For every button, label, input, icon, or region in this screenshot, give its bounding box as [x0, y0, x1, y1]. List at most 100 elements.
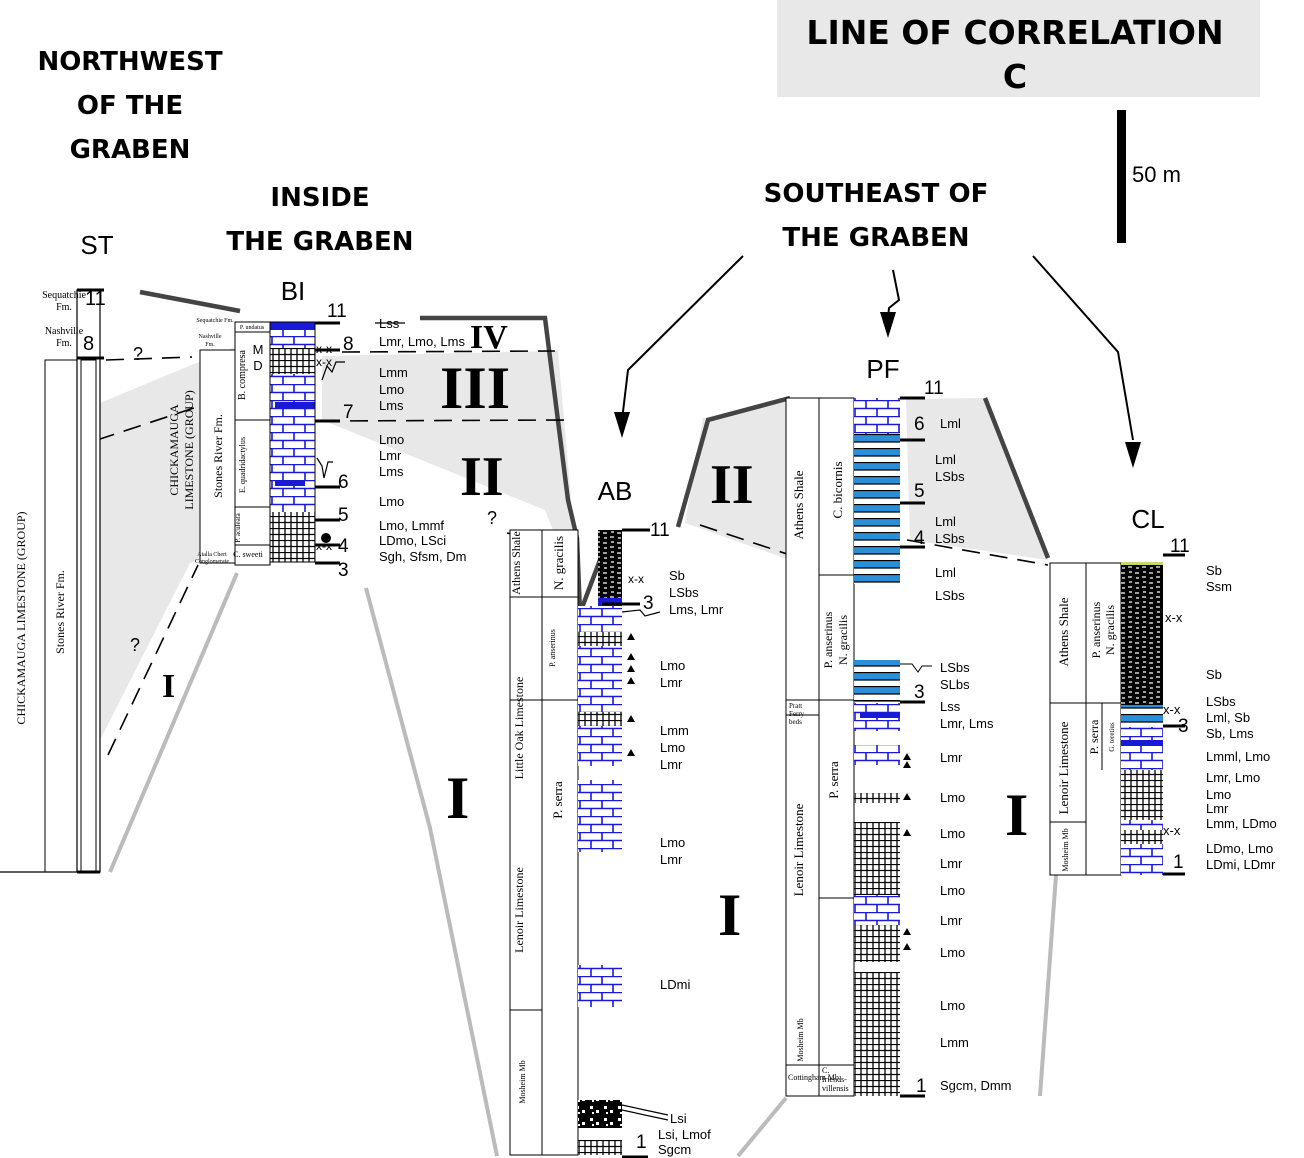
bi-litho-7: Lmr	[379, 448, 402, 463]
cl-litho-6: Sb, Lms	[1206, 726, 1254, 741]
cl-marker-3: 3	[1178, 716, 1189, 737]
cl-xx-1: x-x	[1165, 610, 1183, 625]
bi-zone-5: C. sweeti	[233, 550, 264, 559]
pf-litho-9: SLbs	[940, 677, 970, 692]
bi-xx-2: x-x	[316, 355, 332, 369]
pf-litho-20: Lmm	[940, 1035, 969, 1050]
bi-litho-11: LDmo, LSci	[379, 533, 446, 548]
column-ab: AB Athens Shale Little Oak Limestone Len…	[509, 476, 724, 1157]
cl-form-2: Lenoir Limestone	[1056, 721, 1071, 814]
pf-litho-19: Lmo	[940, 998, 965, 1013]
ab-litho-1: Sb	[669, 568, 685, 583]
pf-litho-13: Lmo	[940, 790, 965, 805]
pf-zone-2: P. anserinus	[821, 611, 835, 668]
region-se-2: THE GRABEN	[782, 223, 969, 253]
column-cl: CL Athens Shale Lenoir Limestone Mosheim…	[1050, 504, 1277, 875]
pf-litho-5: LSbs	[935, 531, 965, 546]
pf-litho-15: Lmr	[940, 856, 963, 871]
bi-marker-8: 8	[343, 334, 354, 355]
scale-bar: 50 m	[1117, 110, 1181, 243]
ab-litho-4: Lmo	[660, 658, 685, 673]
bi-group-2: LIMESTONE (GROUP)	[182, 390, 196, 509]
seq-ii-bi: II	[460, 446, 504, 508]
bi-xx-1: x-x	[316, 342, 332, 356]
bi-litho-6: Lmo	[379, 432, 404, 447]
bi-litho-8: Lms	[379, 464, 404, 479]
pf-zone-1: C. bicornis	[830, 461, 845, 518]
fossil-dot	[321, 533, 331, 543]
cl-litho-8: Lmr, Lmo	[1206, 770, 1260, 785]
cl-xx-2: x-x	[1163, 702, 1181, 717]
cl-form-1: Athens Shale	[1056, 597, 1071, 666]
bi-marker-6: 6	[338, 472, 349, 493]
seq-i-cl: I	[1005, 782, 1028, 848]
ab-litho-8: Lmr	[660, 757, 683, 772]
pf-zone-5a: C.	[822, 1066, 829, 1075]
cl-zone-3: P. serra	[1087, 719, 1101, 754]
pf-zone-5b: friends-	[822, 1075, 847, 1084]
cl-litho-9: Lmo	[1206, 787, 1231, 802]
pf-litho-17: Lmr	[940, 913, 963, 928]
title-line-1: LINE OF CORRELATION	[806, 13, 1223, 52]
ab-litho-14: Sgcm	[658, 1142, 691, 1157]
st-name: ST	[80, 230, 113, 260]
ab-litho-7: Lmo	[660, 740, 685, 755]
pf-litho-3: LSbs	[935, 469, 965, 484]
region-se-1: SOUTHEAST OF	[764, 179, 989, 209]
bi-litho-5: Lms	[379, 398, 404, 413]
pf-marker-5: 5	[914, 481, 925, 502]
bi-marker-5: 5	[338, 505, 349, 526]
ab-marker-11: 11	[650, 520, 670, 541]
bi-litho-10: Lmo, Lmmf	[379, 518, 444, 533]
pf-form-2b: Ferry	[789, 710, 805, 718]
ab-litho-3: Lms, Lmr	[669, 602, 724, 617]
ab-litho-11: LDmi	[660, 977, 690, 992]
seq-i-ab: I	[446, 765, 469, 831]
pf-form-4: Mosheim Mb	[796, 1018, 805, 1061]
ab-litho-2: LSbs	[669, 585, 699, 600]
st-seq-2: Fm.	[56, 302, 72, 313]
pf-zone-3: N. gracilis	[836, 615, 850, 665]
title-box: LINE OF CORRELATION C	[777, 0, 1260, 97]
region-in-2: THE GRABEN	[226, 227, 413, 257]
st-marker-11: 11	[85, 288, 106, 310]
cl-litho-12: LDmo, Lmo	[1206, 841, 1273, 856]
ab-zone-2: P. anserinus	[548, 629, 557, 667]
st-group: CHICKAMAUGA LIMESTONE (GROUP)	[14, 511, 28, 724]
st-nash-2: Fm.	[56, 338, 72, 349]
bi-atalla-1: Atalla Chert	[197, 552, 227, 558]
pf-litho-1: Lml	[940, 416, 961, 431]
bi-nash-1: Nashville	[199, 334, 222, 340]
seq-ii-pf: II	[710, 454, 754, 516]
cl-litho-2: Ssm	[1206, 579, 1232, 594]
seq-i-pf: I	[718, 882, 741, 948]
cl-marker-1: 1	[1173, 852, 1184, 873]
ab-zone-3: P. serra	[550, 781, 565, 819]
pf-form-2c: beds	[789, 718, 802, 726]
cl-litho-13: LDmi, LDmr	[1206, 857, 1276, 872]
cl-litho-5: Lml, Sb	[1206, 710, 1250, 725]
cl-name: CL	[1131, 504, 1164, 534]
bi-name: BI	[281, 276, 306, 306]
seq-iv: IV	[470, 319, 508, 356]
region-in-1: INSIDE	[270, 183, 369, 213]
bi-formation: Stones River Fm.	[211, 414, 225, 498]
cl-litho-4: LSbs	[1206, 694, 1236, 709]
bi-nash-2: Fm.	[205, 342, 215, 348]
pf-name: PF	[866, 354, 899, 384]
bi-litho-2: Lmr, Lmo, Lms	[379, 334, 465, 349]
pf-litho-11: Lmr, Lms	[940, 716, 994, 731]
question-2: ?	[130, 635, 140, 655]
pf-form-3: Lenoir Limestone	[791, 803, 806, 896]
pf-form-2a: Pratt	[789, 702, 802, 710]
bi-zone-1: P. undatus	[240, 325, 265, 331]
cl-litho-7: Lmml, Lmo	[1206, 749, 1270, 764]
question-1: ?	[133, 344, 143, 364]
cl-litho-1: Sb	[1206, 563, 1222, 578]
bi-litho-12: Sgh, Sfsm, Dm	[379, 549, 466, 564]
ab-litho-12: Lsi	[670, 1111, 687, 1126]
column-st: ST 11 8 Sequatchie Fm. Nashville Fm. CHI…	[0, 230, 114, 872]
bi-atalla-2: Conglomerate	[195, 559, 229, 565]
bi-d: D	[253, 358, 262, 373]
region-nw-2: OF THE	[77, 91, 183, 121]
